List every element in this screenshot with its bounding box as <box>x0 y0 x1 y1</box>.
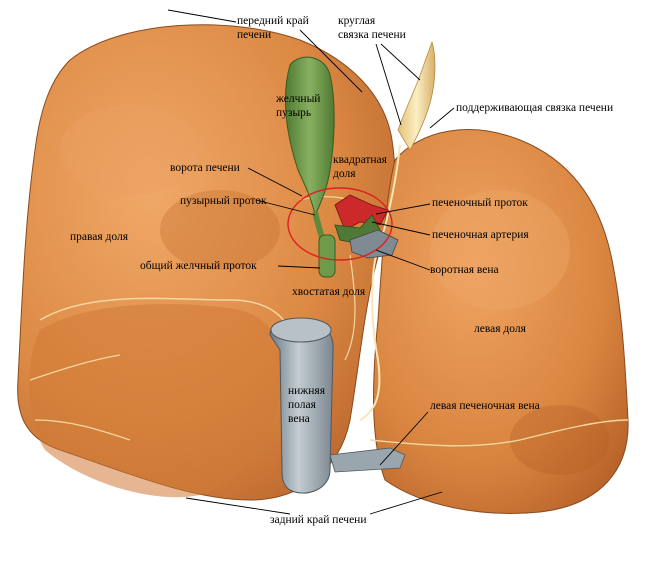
label-gallbladder: желчный пузырь <box>276 93 321 119</box>
leader-porta <box>247 167 303 197</box>
shade-3 <box>430 190 570 310</box>
leader-posterior-1 <box>185 497 291 515</box>
left-lobe-shape <box>373 129 629 514</box>
label-round-ligament: круглая связка печени <box>338 15 406 41</box>
gallbladder-shape <box>284 56 335 217</box>
label-posterior-edge: задний край печени <box>270 514 367 526</box>
label-quadrate-lobe: квадратная доля <box>333 154 387 180</box>
label-portal-vein: воротная вена <box>430 264 499 276</box>
leader-common-bile <box>277 265 321 269</box>
leader-round-2 <box>380 43 421 81</box>
leader-hepatic-artery <box>371 221 431 236</box>
suspensory-ligament-shape <box>397 40 436 151</box>
portal-vein-shape <box>349 229 399 259</box>
left-hepatic-vein-shape <box>329 447 406 473</box>
shade-1 <box>60 105 200 195</box>
label-anterior-edge: передний край печени <box>237 15 309 41</box>
porta-hepatis-circle <box>287 187 393 261</box>
ivc-opening <box>270 317 332 343</box>
label-common-bile-duct: общий желчный проток <box>140 260 257 272</box>
label-right-lobe: правая доля <box>70 231 129 243</box>
label-cystic-duct: пузырный проток <box>180 195 267 207</box>
leader-hepatic-duct <box>375 203 431 215</box>
fissure-line-1 <box>39 297 291 331</box>
label-suspensory-ligament: поддерживающая связка печени <box>456 102 614 114</box>
fissure-line-3 <box>369 419 629 447</box>
label-hepatic-artery: печеночная артерия <box>432 229 529 241</box>
round-ligament-line <box>359 144 401 421</box>
shade-2 <box>160 190 280 270</box>
label-hepatic-duct: печеночный проток <box>432 197 528 209</box>
label-inferior-vena-cava: нижняя полая вена <box>288 385 325 425</box>
fissure-line-2 <box>29 354 131 441</box>
leader-left-hepatic-vein <box>379 411 429 466</box>
shade-4 <box>510 405 610 475</box>
leader-portal-vein <box>375 249 431 271</box>
label-left-lobe: левая доля <box>474 323 526 335</box>
label-left-hepatic-vein: левая печеночная вена <box>430 400 540 412</box>
leader-cystic <box>255 199 316 216</box>
leader-anterior-2 <box>299 29 363 93</box>
label-porta-hepatis: ворота печени <box>170 162 240 174</box>
common-bile-duct-shape <box>318 234 336 278</box>
leader-posterior-2 <box>369 491 443 515</box>
leader-anterior-1 <box>167 9 237 23</box>
lower-lobe-shape <box>29 304 283 498</box>
label-caudate-lobe: хвостатая доля <box>292 286 366 298</box>
leader-lines <box>167 9 455 515</box>
leader-suspensory <box>429 107 455 129</box>
leader-round-1 <box>375 43 402 126</box>
